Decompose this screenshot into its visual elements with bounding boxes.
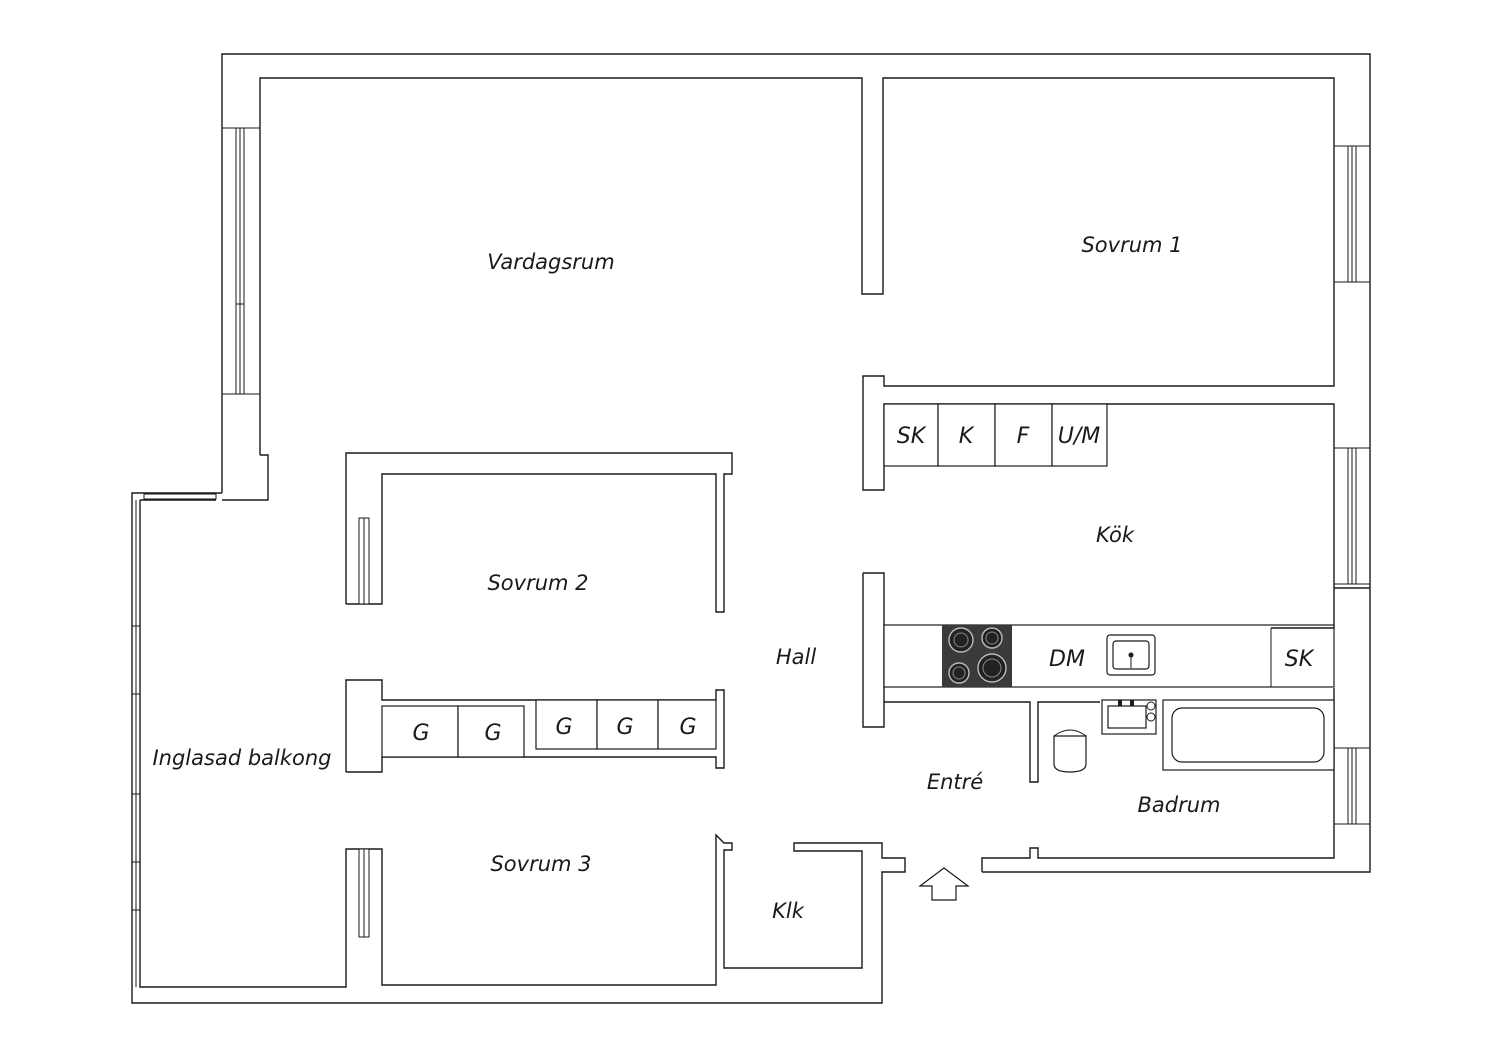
room-label-balkong: Inglasad balkong: [152, 746, 331, 770]
dishwasher-label: DM: [1049, 647, 1085, 672]
wardrobe-3: G: [555, 715, 572, 740]
wardrobe-2: G: [484, 721, 501, 746]
sink-icon: [1106, 634, 1156, 676]
room-label-hall: Hall: [776, 645, 816, 669]
window-sovrum1: [1334, 145, 1370, 283]
kitchen-counter: DM SK: [883, 624, 1335, 688]
outer-walls: [131, 53, 1371, 1004]
window-sovrum3: [358, 848, 370, 938]
room-label-sovrum3: Sovrum 3: [490, 852, 591, 876]
room-label-kok: Kök: [1096, 523, 1135, 547]
stove-icon: [942, 625, 1012, 687]
bathroom-sink-icon: [1101, 699, 1157, 735]
room-label-vardagsrum: Vardagsrum: [487, 250, 614, 274]
wardrobes: G G G G G: [381, 699, 717, 758]
wardrobe-4: G: [616, 715, 633, 740]
cabinet-sk-top: SK: [897, 424, 927, 449]
room-label-klk: Klk: [772, 899, 805, 923]
toilet-icon: [1053, 729, 1087, 773]
cabinet-sk-bottom: SK: [1285, 647, 1315, 672]
room-label-badrum: Badrum: [1137, 793, 1220, 817]
room-label-entre: Entré: [927, 770, 983, 794]
window-badrum: [1334, 747, 1370, 825]
cabinet-f: F: [1017, 424, 1030, 449]
wardrobe-5: G: [679, 715, 696, 740]
room-label-sovrum1: Sovrum 1: [1081, 233, 1182, 257]
arrow-up-icon: [918, 867, 970, 901]
wardrobe-1: G: [412, 721, 429, 746]
window-vardagsrum: [222, 127, 260, 395]
window-kok: [1334, 447, 1370, 585]
balcony-glazing: [132, 493, 217, 987]
walls-kitchen-bath: [862, 572, 1100, 783]
walls-sovrum2: [345, 452, 733, 613]
kitchen-top-cabinets: SK K F U/M: [883, 403, 1108, 467]
cabinet-um: U/M: [1058, 424, 1101, 449]
bathtub-icon: [1162, 699, 1335, 771]
room-label-sovrum2: Sovrum 2: [487, 571, 588, 595]
cabinet-k: K: [959, 424, 975, 449]
